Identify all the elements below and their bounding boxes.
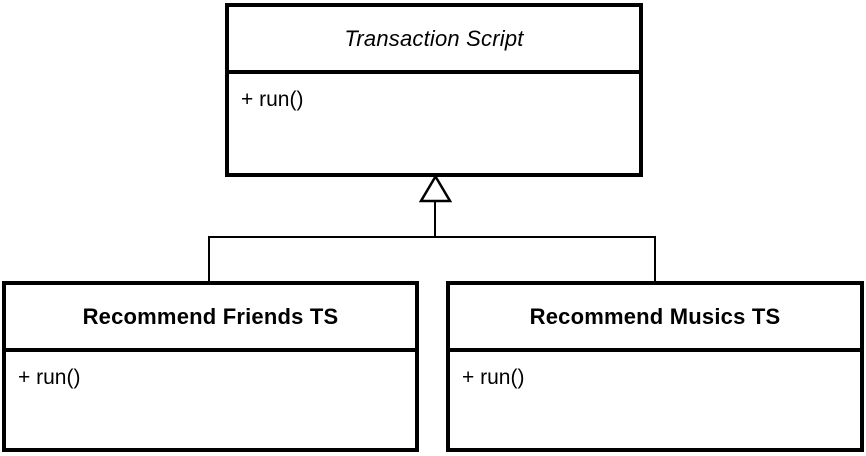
class-methods-compartment: + run() [6,352,415,390]
class-methods-compartment: + run() [450,352,860,390]
connector-stub-line [434,201,436,237]
class-methods-compartment: + run() [229,74,639,112]
connector-drop-left-line [208,237,210,281]
class-name-recommend-friends-ts: Recommend Friends TS [6,285,415,352]
class-box-transaction-script[interactable]: Transaction Script + run() [225,3,643,177]
class-box-recommend-friends-ts[interactable]: Recommend Friends TS + run() [2,281,419,452]
connector-drop-right-line [654,237,656,281]
class-name-transaction-script: Transaction Script [229,7,639,74]
method-run: + run() [18,366,81,389]
class-name-recommend-musics-ts: Recommend Musics TS [450,285,860,352]
method-run: + run() [462,366,525,389]
connector-horizontal-line [208,236,656,238]
method-run: + run() [241,88,304,111]
class-box-recommend-musics-ts[interactable]: Recommend Musics TS + run() [446,281,864,452]
inheritance-triangle-icon [419,175,452,203]
